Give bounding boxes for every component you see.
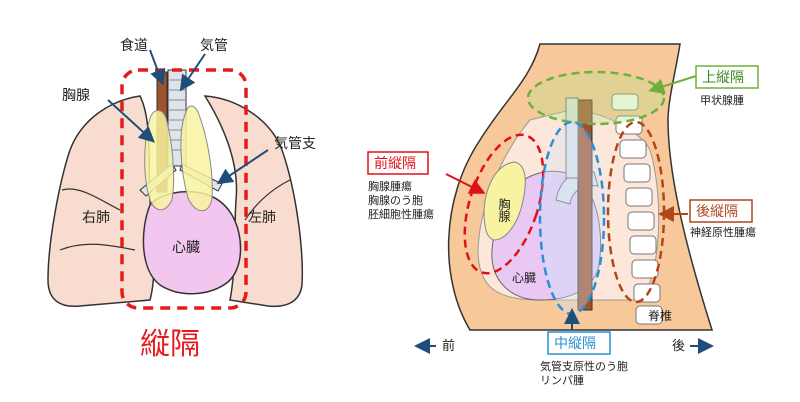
heart-shape <box>142 190 242 295</box>
esophagus-arrow <box>149 49 166 86</box>
posterior-title: 後縦隔 <box>696 204 738 220</box>
spine-shape <box>611 93 663 325</box>
middle-title: 中縦隔 <box>554 336 596 352</box>
side-view: 胸腺 心臓 脊椎 上縦隔 甲状腺腫 前縦隔 胸腺腫瘍 胸腺のう胞 胚細胞性腫瘍 … <box>367 43 759 387</box>
superior-box <box>695 65 759 89</box>
middle-mediastinum-region <box>538 120 606 316</box>
label-thymus: 胸腺 <box>62 88 90 104</box>
front-title-mediastinum: 縦隔 <box>140 327 200 362</box>
middle-box <box>547 331 611 355</box>
side-thymus-shape <box>483 161 526 241</box>
superior-mediastinum-region <box>526 70 666 126</box>
left-lung <box>203 95 304 308</box>
anterior-item-2: 胚細胞性腫瘍 <box>368 207 434 221</box>
anterior-item-0: 胸腺腫瘍 <box>368 179 412 193</box>
label-trachea: 気管 <box>200 38 228 54</box>
thymus-arrow <box>107 99 155 143</box>
front-view: 食道 気管 胸腺 気管支 右肺 左肺 心臓 縦隔 <box>47 37 316 362</box>
label-right-lung: 右肺 <box>82 210 110 226</box>
anterior-arrow <box>445 173 486 194</box>
axis-back-label: 後 <box>672 339 685 354</box>
posterior-item-0: 神経原性腫瘍 <box>690 225 756 239</box>
right-lung-fissure <box>61 188 121 211</box>
superior-item-0: 甲状腺腫 <box>700 93 744 107</box>
superior-arrow <box>648 75 697 94</box>
label-left-lung: 左肺 <box>248 210 276 226</box>
right-lung-fissure-2 <box>59 243 136 251</box>
middle-item-1: リンパ腫 <box>540 373 584 387</box>
superior-title: 上縦隔 <box>702 70 744 86</box>
bronchus-arrow <box>216 149 269 185</box>
anterior-item-1: 胸腺のう胞 <box>368 193 423 207</box>
thymus-shape-right <box>180 105 213 212</box>
label-heart: 心臓 <box>172 240 200 256</box>
side-label-spine: 脊椎 <box>648 308 672 323</box>
side-label-thymus-vertical: 胸腺 <box>497 197 511 223</box>
label-esophagus: 食道 <box>120 37 148 54</box>
anterior-title: 前縦隔 <box>374 155 416 172</box>
side-trachea-shape <box>565 97 579 179</box>
posterior-box <box>689 199 753 223</box>
axis-front-label: 前 <box>442 338 455 354</box>
anterior-box <box>367 151 429 175</box>
side-label-heart: 心臓 <box>512 271 536 285</box>
side-esophagus-shape <box>577 99 593 311</box>
label-bronchus: 気管支 <box>274 136 316 152</box>
trachea-arrow <box>179 53 206 92</box>
mediastinum-region <box>120 68 248 310</box>
middle-item-0: 気管支原性のう胞 <box>540 359 628 373</box>
